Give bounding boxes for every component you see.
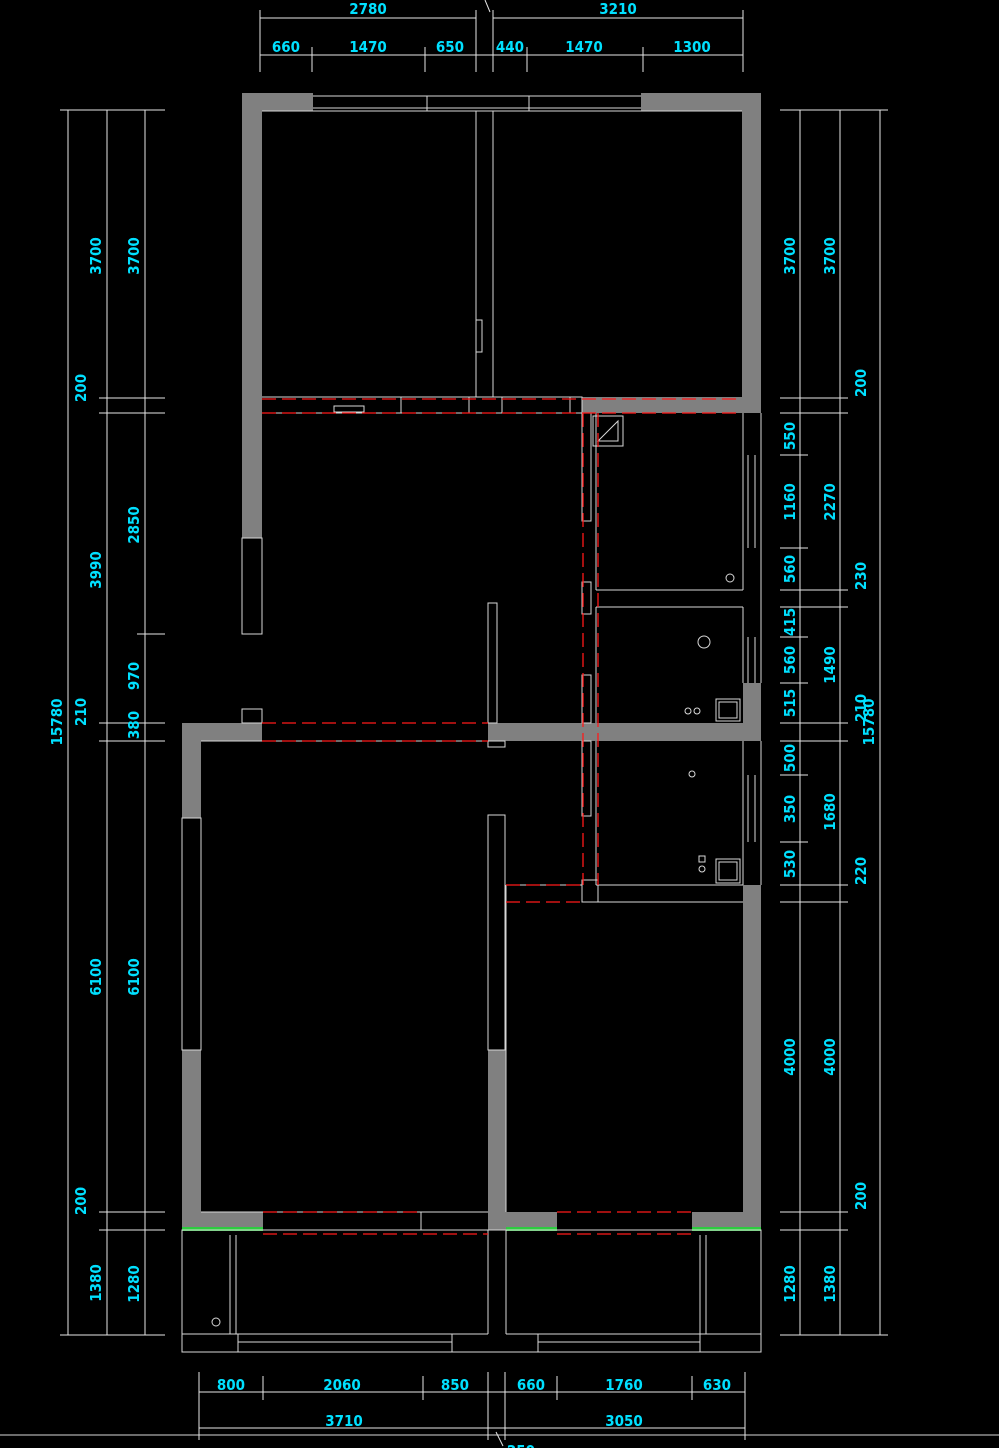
dim-left-inner: 3700 <box>125 237 143 275</box>
dim-right-mid: 2270 <box>821 483 839 521</box>
dim-right-inner: 550 <box>781 422 799 450</box>
wall-bedroom-bottom-right <box>582 397 761 413</box>
dim-right-inner: 1160 <box>781 483 799 521</box>
dim-right-mid: 3700 <box>821 237 839 275</box>
dim-top-seg: 440 <box>496 38 524 56</box>
dim-bottom-seg: 630 <box>703 1376 731 1394</box>
dim-bottom-seg: 800 <box>217 1376 245 1394</box>
dim-left-inner: 1280 <box>125 1265 143 1303</box>
dim-right-mid: 1490 <box>821 646 839 684</box>
wall-middle-vertical <box>488 1050 506 1230</box>
dim-left-inner: 970 <box>125 662 143 690</box>
green-marker-right <box>692 1227 761 1231</box>
dim-right-inner: 515 <box>781 689 799 717</box>
dim-bottom-seg: 660 <box>517 1376 545 1394</box>
dim-left-inner: 6100 <box>125 958 143 996</box>
dim-top-total-right: 3210 <box>599 0 637 18</box>
dim-bottom-seg: 1760 <box>605 1376 643 1394</box>
wall-lower-right <box>743 885 761 1230</box>
dim-bottom-total-right: 3050 <box>605 1412 643 1430</box>
dim-left-mid: 6100 <box>87 958 105 996</box>
dim-right-inner: 530 <box>781 850 799 878</box>
dimension-lines <box>60 0 888 1447</box>
dim-left-mid: 210 <box>72 698 90 726</box>
dim-left-mid: 1380 <box>87 1264 105 1302</box>
dim-right-inner: 1280 <box>781 1265 799 1303</box>
wall-upper-left <box>242 93 262 538</box>
dim-top-seg: 1470 <box>349 38 387 56</box>
dim-right-inner: 350 <box>781 795 799 823</box>
wall-bottom-left <box>182 1212 263 1230</box>
wall-middle-horizontal <box>182 723 262 741</box>
dim-top-seg: 1470 <box>565 38 603 56</box>
dim-left-outer-total: 15780 <box>48 699 66 746</box>
wall-right-mid-1 <box>743 683 761 723</box>
dim-left-mid: 200 <box>72 374 90 402</box>
dim-left-mid: 3700 <box>87 237 105 275</box>
wall-lower-left-top <box>182 723 201 818</box>
wall-lower-left-bottom <box>182 1050 201 1230</box>
dashed-lines <box>262 398 742 1235</box>
dim-bottom-cut-label: 250 <box>507 1442 535 1448</box>
dim-right-outer-total: 15780 <box>860 699 878 746</box>
dim-right-mid: 220 <box>852 857 870 885</box>
dim-left-inner: 380 <box>125 711 143 739</box>
dim-bottom-seg: 850 <box>441 1376 469 1394</box>
dim-right-inner: 560 <box>781 555 799 583</box>
walls <box>182 93 761 1230</box>
dim-left-mid: 200 <box>72 1187 90 1215</box>
dim-right-inner: 4000 <box>781 1038 799 1076</box>
wall-top-right <box>641 93 761 111</box>
dim-bottom-seg: 2060 <box>323 1376 361 1394</box>
wall-upper-right <box>742 93 761 413</box>
dim-top-seg: 660 <box>272 38 300 56</box>
wall-middle-horizontal-right <box>488 723 761 741</box>
dim-right-inner: 500 <box>781 744 799 772</box>
dim-top-seg: 1300 <box>673 38 711 56</box>
dim-bottom-total-left: 3710 <box>325 1412 363 1430</box>
dim-right-mid: 210 <box>852 694 870 722</box>
dim-top-total-left: 2780 <box>349 0 387 18</box>
dim-right-mid: 4000 <box>821 1038 839 1076</box>
dim-right-inner: 415 <box>781 608 799 636</box>
dim-right-mid: 230 <box>852 562 870 590</box>
dim-right-inner: 3700 <box>781 237 799 275</box>
dim-left-inner: 2850 <box>125 506 143 544</box>
dim-right-mid: 200 <box>852 1182 870 1210</box>
dim-top-seg: 650 <box>436 38 464 56</box>
dim-right-inner: 560 <box>781 646 799 674</box>
dimension-labels: 2780 3210 660 1470 650 440 1470 1300 800… <box>48 0 878 1448</box>
dim-right-mid: 200 <box>852 369 870 397</box>
dim-right-mid: 1680 <box>821 793 839 831</box>
dim-right-mid: 1380 <box>821 1265 839 1303</box>
dim-left-mid: 3990 <box>87 551 105 589</box>
green-marker-left <box>182 1227 263 1231</box>
green-marker-mid <box>506 1227 557 1231</box>
